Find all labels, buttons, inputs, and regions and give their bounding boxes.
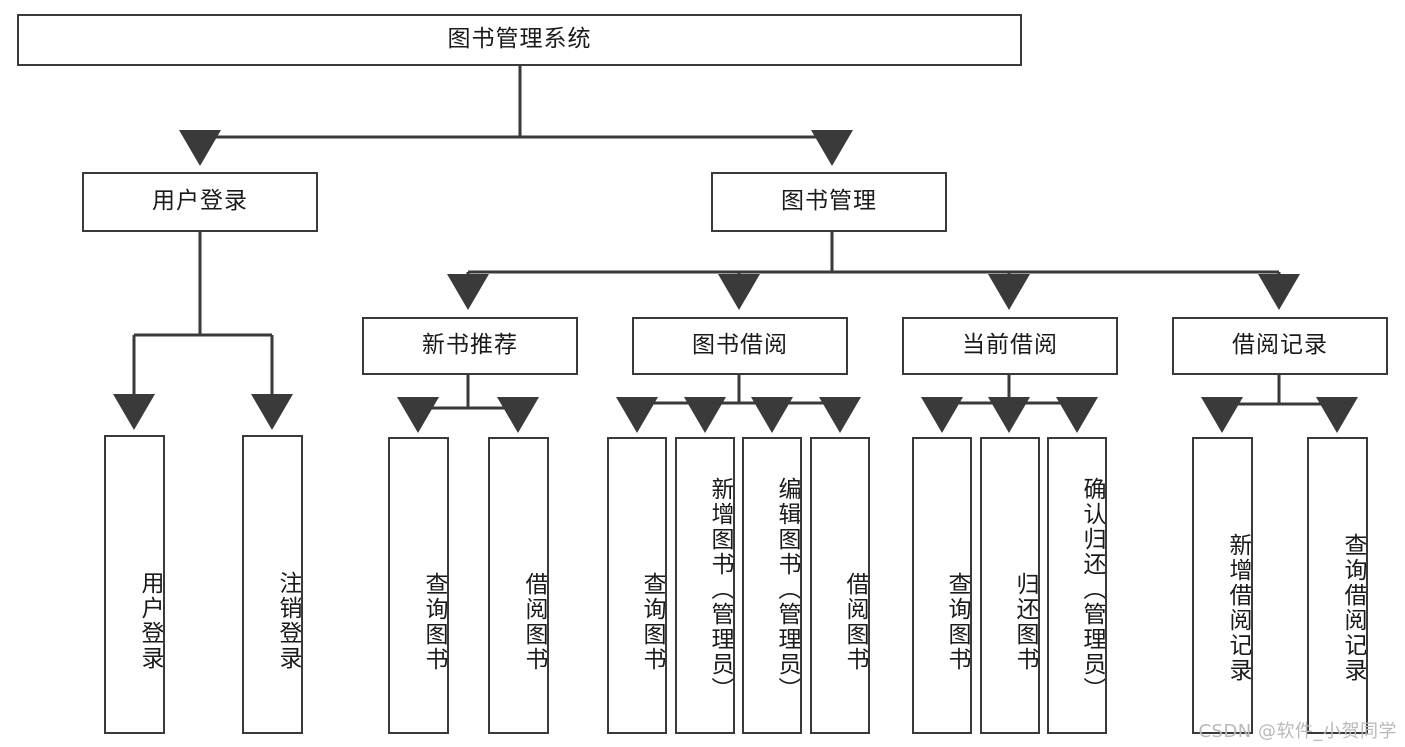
leaf-book-borrow-query-book[interactable]: 查询图书	[607, 437, 667, 734]
leaf-current-borrow-query-book[interactable]: 查询图书	[912, 437, 972, 734]
leaf-current-borrow-return-book[interactable]: 归还图书	[980, 437, 1040, 734]
leaf-new-book-borrow-book[interactable]: 借阅图书	[488, 437, 549, 734]
node-current-borrow[interactable]: 当前借阅	[902, 317, 1118, 375]
node-label: 新增图书（管理员）	[707, 477, 733, 702]
node-label: 用户登录	[137, 570, 163, 671]
node-label: 编辑图书（管理员）	[774, 477, 800, 702]
node-label: 查询借阅记录	[1340, 532, 1366, 683]
node-label: 图书借阅	[692, 332, 788, 359]
node-label: 借阅图书	[842, 571, 868, 672]
leaf-new-book-query-book[interactable]: 查询图书	[388, 437, 449, 734]
node-root-book-management-system[interactable]: 图书管理系统	[17, 14, 1022, 66]
leaf-borrow-record-add-record[interactable]: 新增借阅记录	[1192, 437, 1253, 734]
leaf-book-borrow-borrow-book[interactable]: 借阅图书	[810, 437, 870, 734]
node-label: 用户登录	[152, 188, 248, 215]
node-new-book-recommend[interactable]: 新书推荐	[362, 317, 578, 375]
node-label: 借阅图书	[521, 571, 547, 672]
node-label: 图书管理系统	[447, 26, 592, 53]
node-label: 归还图书	[1012, 571, 1038, 672]
node-label: 查询图书	[639, 571, 665, 672]
node-label: 注销登录	[275, 570, 301, 671]
node-book-management[interactable]: 图书管理	[711, 172, 947, 232]
node-label: 新增借阅记录	[1225, 532, 1251, 683]
leaf-book-borrow-add-book-admin[interactable]: 新增图书（管理员）	[675, 437, 735, 734]
leaf-user-login-signin[interactable]: 用户登录	[104, 435, 165, 734]
node-label: 图书管理	[781, 188, 877, 215]
node-borrow-record[interactable]: 借阅记录	[1172, 317, 1388, 375]
node-label: 查询图书	[421, 571, 447, 672]
csdn-watermark: CSDN @软件_小贺同学	[1198, 721, 1397, 742]
node-user-login[interactable]: 用户登录	[82, 172, 318, 232]
leaf-book-borrow-edit-book-admin[interactable]: 编辑图书（管理员）	[742, 437, 802, 734]
node-label: 确认归还（管理员）	[1079, 477, 1105, 702]
node-label: 借阅记录	[1232, 332, 1328, 359]
leaf-user-login-signout[interactable]: 注销登录	[242, 435, 303, 734]
leaf-current-borrow-confirm-return-admin[interactable]: 确认归还（管理员）	[1047, 437, 1107, 734]
leaf-borrow-record-query-record[interactable]: 查询借阅记录	[1307, 437, 1368, 734]
node-label: 当前借阅	[962, 332, 1058, 359]
node-book-borrow[interactable]: 图书借阅	[632, 317, 848, 375]
node-label: 新书推荐	[422, 332, 518, 359]
node-label: 查询图书	[944, 571, 970, 672]
